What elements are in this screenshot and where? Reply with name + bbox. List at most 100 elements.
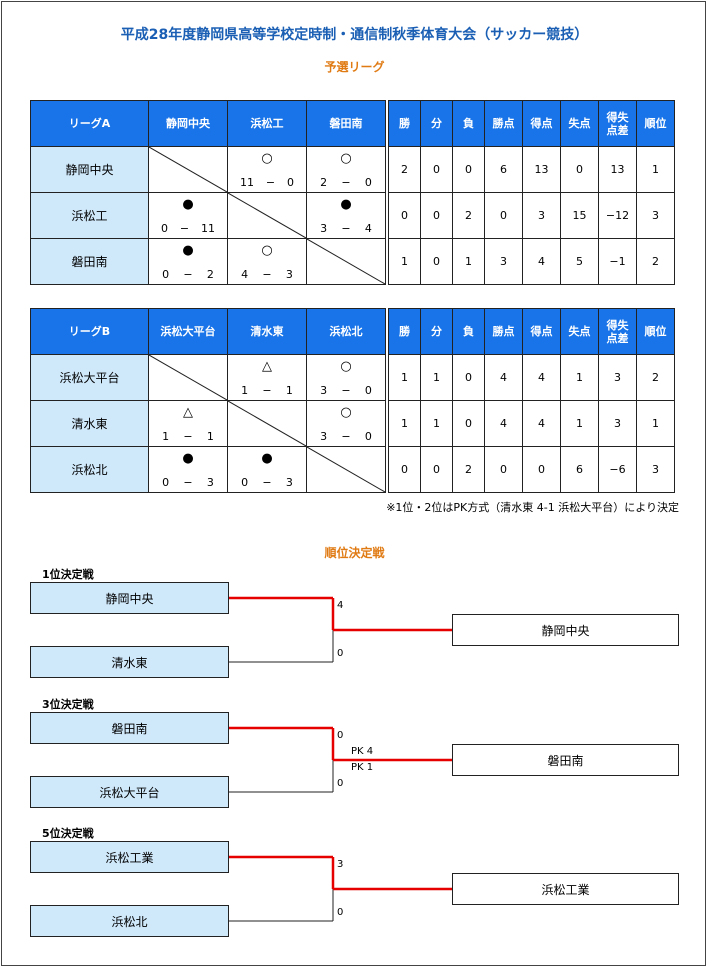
match-result: ○4−3 <box>227 238 307 285</box>
stat-cell: 1 <box>388 400 421 447</box>
stat-cell: 4 <box>484 354 523 401</box>
stat-cell: 1 <box>420 354 453 401</box>
bracket-team-bottom: 浜松大平台 <box>30 776 229 808</box>
self-cell <box>227 192 307 239</box>
match-result: ○11−0 <box>227 146 307 193</box>
header-stat: 勝 <box>388 308 421 355</box>
result-mark: △ <box>262 359 272 374</box>
score-bottom: 0 <box>337 778 344 789</box>
match-result: ●3−4 <box>306 192 386 239</box>
self-cell <box>306 446 386 493</box>
stat-cell: 6 <box>560 446 599 493</box>
result-mark: ● <box>261 451 273 466</box>
stat-cell: 15 <box>560 192 599 239</box>
finals-subtitle: 順位決定戦 <box>324 546 385 560</box>
row-team: 浜松北 <box>30 446 149 493</box>
bracket-winner: 浜松工業 <box>452 873 679 905</box>
stat-cell: 0 <box>522 446 561 493</box>
bracket-winner: 磐田南 <box>452 744 679 776</box>
stat-cell: 4 <box>522 400 561 447</box>
header-team: 浜松大平台 <box>148 308 228 355</box>
match-result: ○3−0 <box>306 354 386 401</box>
header-stat: 負 <box>452 308 485 355</box>
header-team: 静岡中央 <box>148 100 228 147</box>
bracket-team-bottom: 清水東 <box>30 646 229 678</box>
row-team: 浜松大平台 <box>30 354 149 401</box>
stat-cell: 3 <box>636 192 675 239</box>
stat-cell: 0 <box>420 192 453 239</box>
match-result: ● 0−11 <box>148 192 228 239</box>
stat-cell: 1 <box>420 400 453 447</box>
header-team: 磐田南 <box>306 100 386 147</box>
stat-cell: 13 <box>598 146 637 193</box>
self-cell <box>306 238 386 285</box>
stat-cell: 0 <box>452 400 485 447</box>
row-team: 清水東 <box>30 400 149 447</box>
pk-top: PK 4 <box>351 746 374 757</box>
stat-cell: 4 <box>522 354 561 401</box>
score-bottom: 0 <box>337 907 344 918</box>
header-stat: 勝点 <box>484 100 523 147</box>
stat-cell: 0 <box>560 146 599 193</box>
stat-cell: 1 <box>560 354 599 401</box>
match-score: 0−2 <box>162 268 214 281</box>
stat-cell: 2 <box>388 146 421 193</box>
result-mark: ○ <box>340 151 352 166</box>
stat-cell: 0 <box>452 354 485 401</box>
final-label: 5位決定戦 <box>42 827 94 840</box>
match-result: ○3−0 <box>306 400 386 447</box>
stat-cell: 0 <box>420 146 453 193</box>
header-stat: 失点 <box>560 100 599 147</box>
score-top: 0 <box>337 730 344 741</box>
result-mark: ○ <box>261 243 273 258</box>
match-score: 0−3 <box>162 476 214 489</box>
header-stat: 順位 <box>636 100 675 147</box>
row-team: 磐田南 <box>30 238 149 285</box>
self-cell <box>148 354 228 401</box>
league-subtitle: 予選リーグ <box>324 60 385 74</box>
result-mark: ● <box>182 197 194 212</box>
stat-cell: 2 <box>636 354 675 401</box>
stat-cell: −1 <box>598 238 637 285</box>
bracket-team-top: 浜松工業 <box>30 841 229 873</box>
match-score: 3−4 <box>320 222 372 235</box>
match-score: 3−0 <box>320 384 372 397</box>
match-score: 0−11 <box>160 222 216 235</box>
header-stat: 得失点差 <box>598 308 637 355</box>
result-mark: ● <box>182 451 194 466</box>
stat-cell: 6 <box>484 146 523 193</box>
bracket-team-top: 静岡中央 <box>30 582 229 614</box>
diagonal-line <box>149 147 227 192</box>
match-result: △1−1 <box>148 400 228 447</box>
header-stat: 得失点差 <box>598 100 637 147</box>
stat-cell: 2 <box>452 446 485 493</box>
diagonal-line <box>307 447 385 492</box>
header-stat: 失点 <box>560 308 599 355</box>
stat-cell: 1 <box>452 238 485 285</box>
stat-cell: 3 <box>484 238 523 285</box>
stat-cell: 1 <box>388 238 421 285</box>
match-score: 0−3 <box>241 476 293 489</box>
stat-cell: 3 <box>522 192 561 239</box>
stat-cell: 1 <box>388 354 421 401</box>
bracket-team-top: 磐田南 <box>30 712 229 744</box>
result-mark: ○ <box>261 151 273 166</box>
stat-cell: 5 <box>560 238 599 285</box>
match-score: 1−1 <box>241 384 293 397</box>
result-mark: ○ <box>340 405 352 420</box>
stat-cell: 0 <box>420 238 453 285</box>
self-cell <box>148 146 228 193</box>
result-mark: △ <box>183 405 193 420</box>
diagonal-line <box>228 193 306 238</box>
score-top: 3 <box>337 859 344 870</box>
stat-cell: −12 <box>598 192 637 239</box>
stat-cell: 0 <box>484 192 523 239</box>
final-label: 1位決定戦 <box>42 568 94 581</box>
header-stat: 分 <box>420 100 453 147</box>
self-cell <box>227 400 307 447</box>
header-team: 浜松北 <box>306 308 386 355</box>
bracket-team-bottom: 浜松北 <box>30 905 229 937</box>
